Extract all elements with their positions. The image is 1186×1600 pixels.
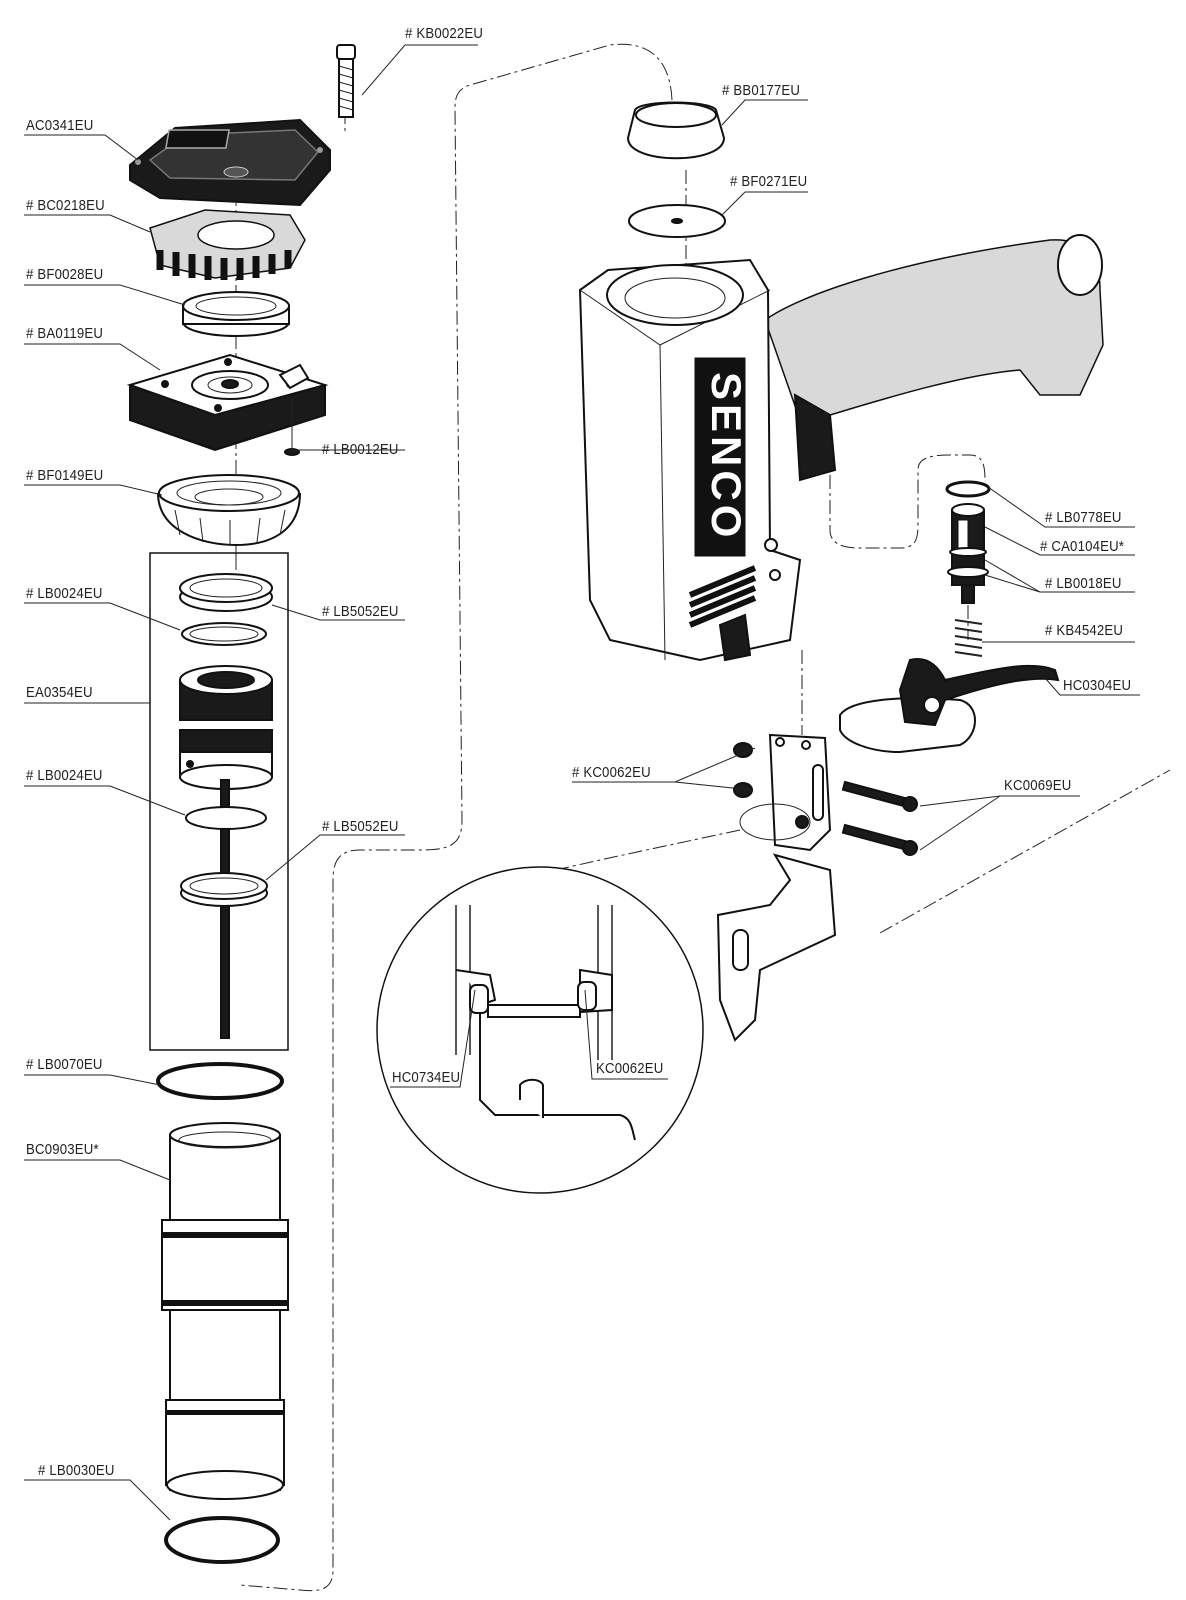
label-bc0218eu: # BC0218EU: [26, 197, 105, 214]
o-ring-lb0070eu: [156, 1062, 284, 1100]
label-ca0104eu: # CA0104EU*: [1040, 538, 1125, 555]
label-lb0012eu: # LB0012EU: [322, 441, 399, 458]
label-bb0177eu: # BB0177EU: [722, 82, 801, 99]
label-kc0062eu: # KC0062EU: [572, 764, 651, 781]
label-bc0903eu: BC0903EU*: [26, 1141, 99, 1158]
cylinder-cap-bf0149eu: [157, 474, 301, 547]
spring-kb4542eu: [954, 619, 983, 657]
washer-bf0271eu: [628, 204, 726, 238]
label-bf0271eu: # BF0271EU: [730, 173, 808, 190]
label-lb0024eu-top: # LB0024EU: [26, 585, 103, 602]
o-ring-lb0030eu: [164, 1516, 280, 1564]
label-lb0018eu: # LB0018EU: [1045, 575, 1122, 592]
label-kb4542eu: # KB4542EU: [1045, 622, 1124, 639]
label-kb0022eu: # KB0022EU: [405, 25, 484, 42]
label-hc0734eu: HC0734EU: [392, 1069, 461, 1086]
label-kc0062eu-detail: KC0062EU: [596, 1060, 664, 1077]
tool-housing: SENCO: [578, 234, 1104, 662]
detail-magnifier: [376, 803, 811, 1194]
label-lb5052eu-bottom: # LB5052EU: [322, 818, 399, 835]
bumper-bb0177eu: [626, 101, 726, 160]
label-lb0778eu: # LB0778EU: [1045, 509, 1122, 526]
bracket-assembly: [716, 733, 837, 1042]
label-ea0354eu: EA0354EU: [26, 684, 93, 701]
label-lb0024eu-bottom: # LB0024EU: [26, 767, 103, 784]
trigger-valve-ca0104eu: [947, 503, 989, 604]
label-lb0030eu: # LB0030EU: [38, 1462, 115, 1479]
label-ac0341eu: AC0341EU: [26, 117, 94, 134]
brand-logo: SENCO: [703, 372, 750, 541]
screw-kb0022eu: [336, 44, 356, 118]
seal-bf0028eu: [182, 291, 290, 337]
leader-lines: [24, 44, 1140, 1521]
cylinder-bc0903eu: [161, 1122, 289, 1500]
top-cap-ac0341eu: [129, 118, 331, 207]
o-ring-lb0778eu: [945, 480, 991, 498]
label-bf0149eu: # BF0149EU: [26, 467, 104, 484]
heat-sink-bc0218eu: [149, 209, 306, 280]
label-lb0070eu: # LB0070EU: [26, 1056, 103, 1073]
label-hc0304eu: HC0304EU: [1063, 677, 1132, 694]
label-lb5052eu-top: # LB5052EU: [322, 603, 399, 620]
label-bf0028eu: # BF0028EU: [26, 266, 104, 283]
piston-assembly-frame-ea0354eu: [149, 552, 289, 1051]
valve-plate-ba0119eu: [126, 353, 329, 452]
label-ba0119eu: # BA0119EU: [26, 325, 104, 342]
trigger-hc0304eu: [839, 658, 1060, 754]
pins-kc0069eu: [841, 780, 918, 856]
label-kc0069eu: KC0069EU: [1004, 777, 1072, 794]
